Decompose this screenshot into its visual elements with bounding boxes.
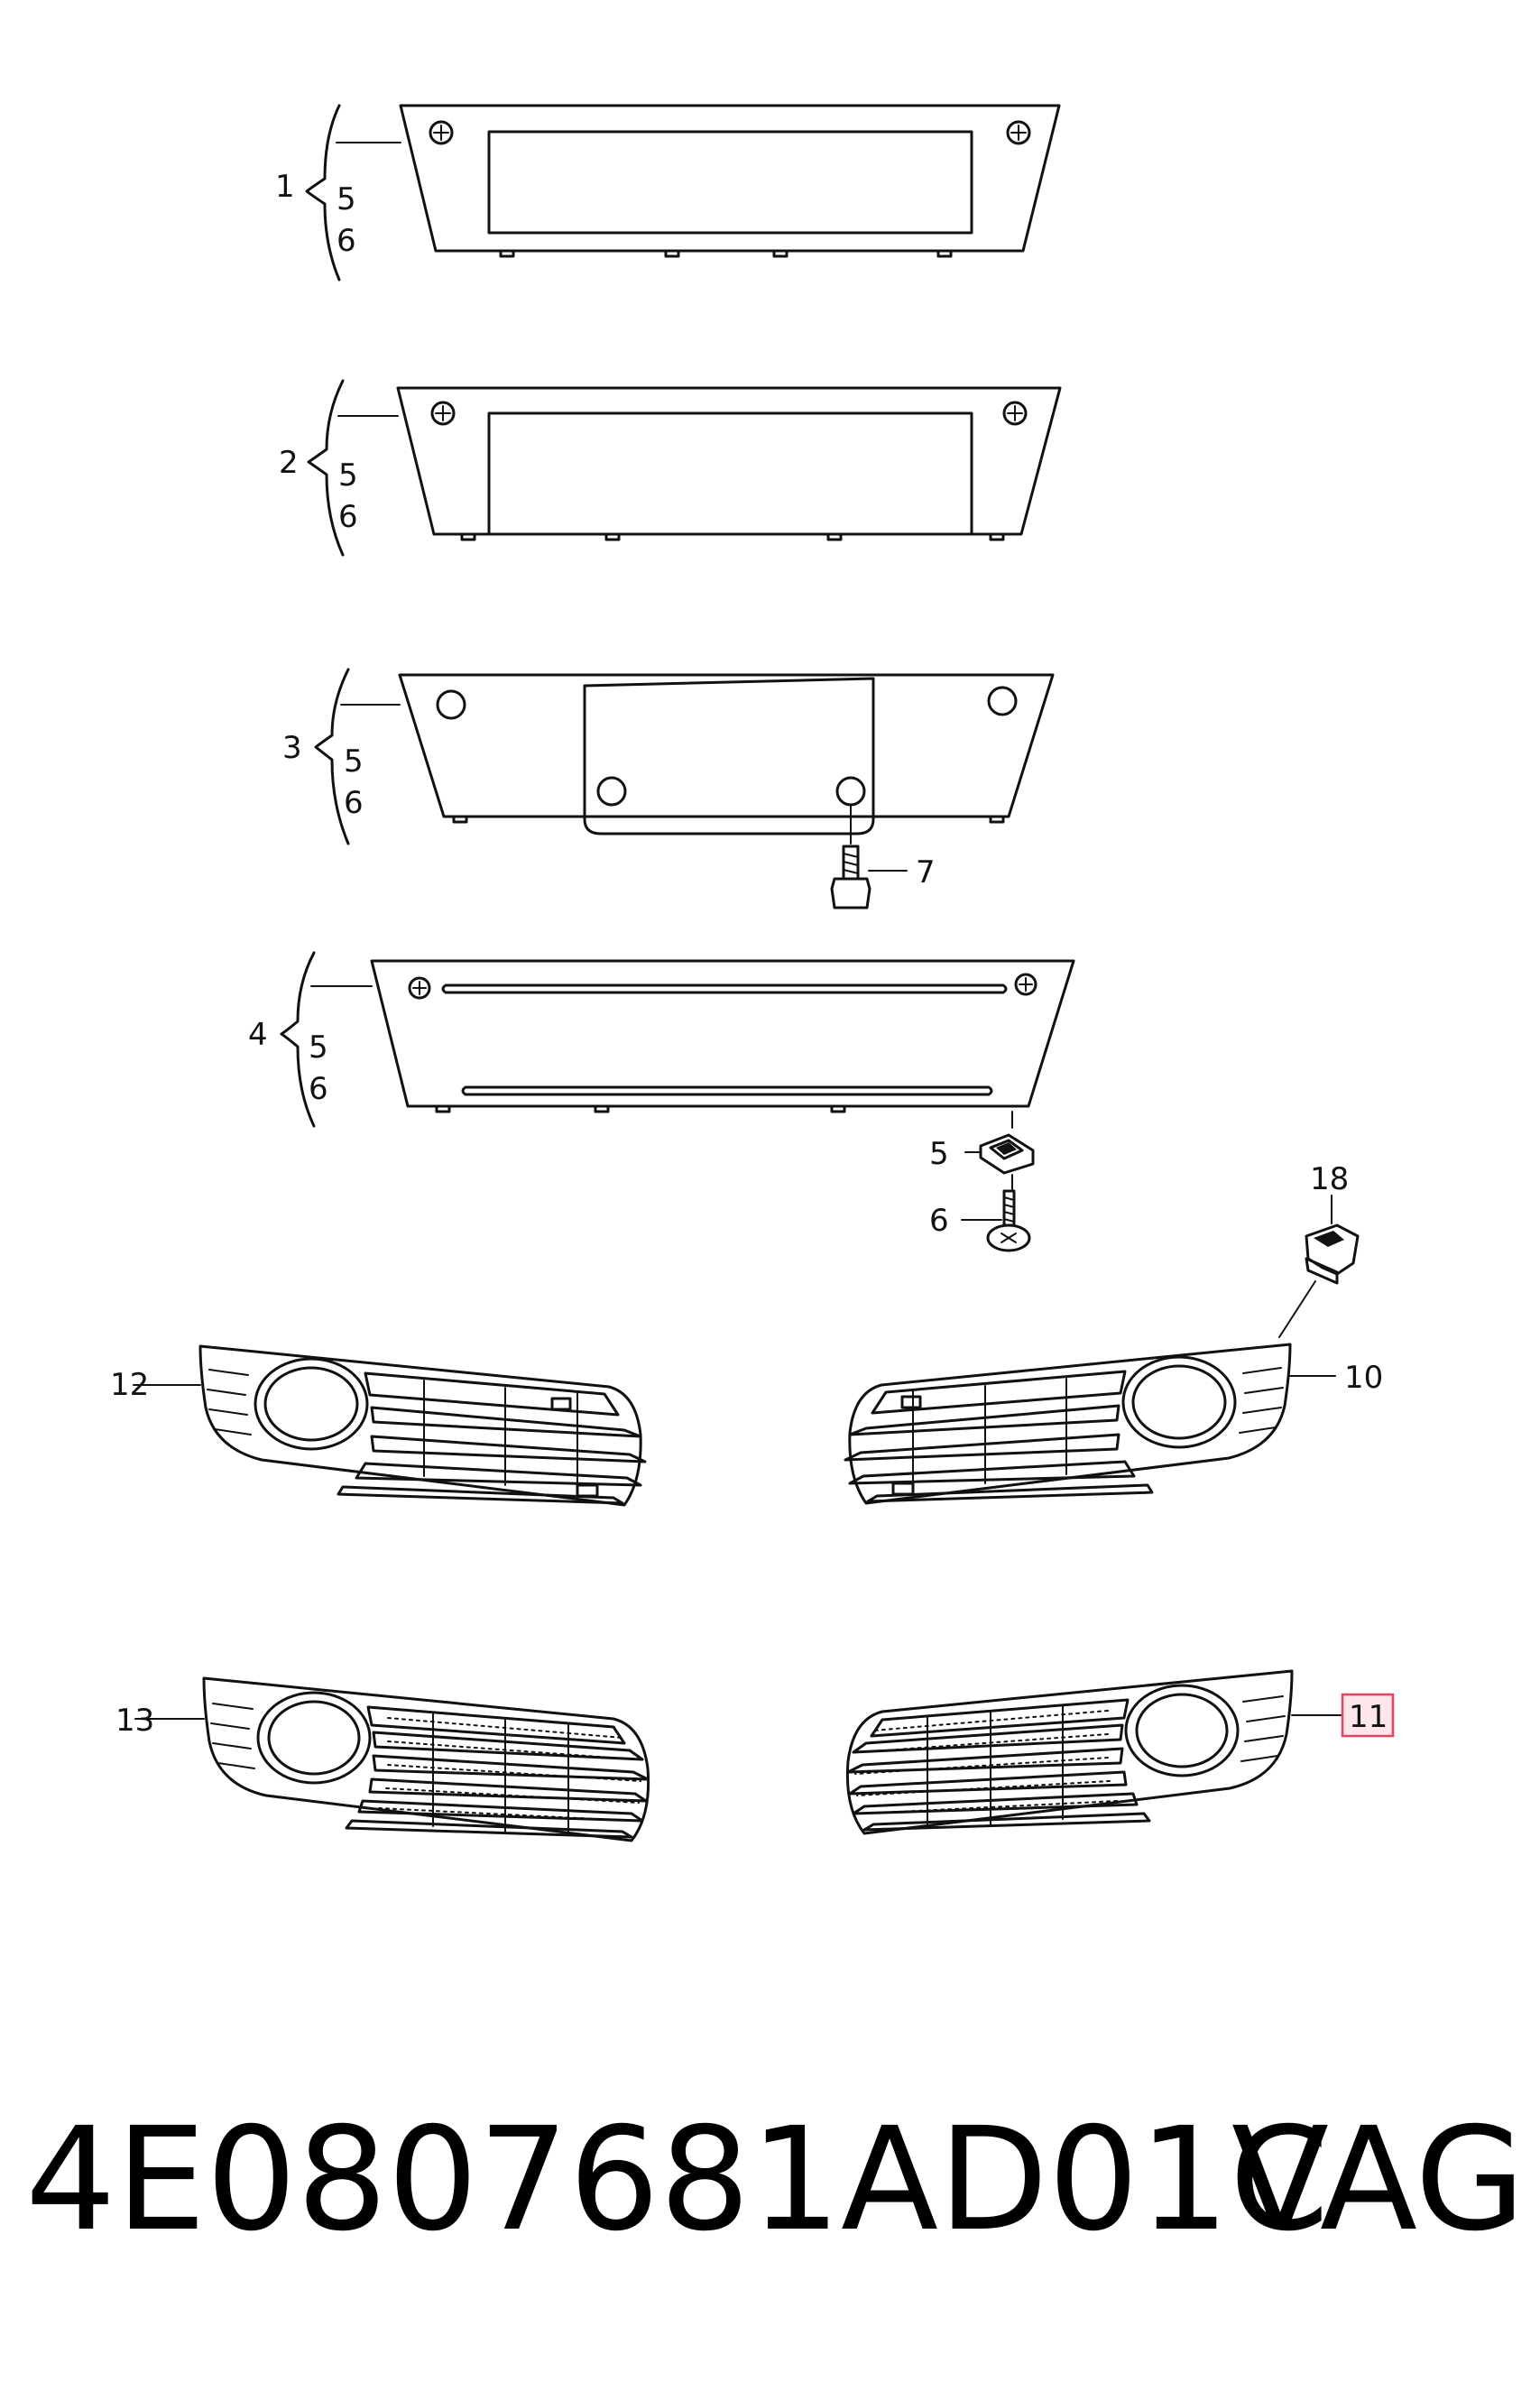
screw-head-icon [1014,973,1037,996]
callout-11: 11 [1349,1699,1388,1735]
part-1-plate-holder [305,104,1061,282]
highlight-box [1341,1693,1395,1738]
screw-head-icon [1002,401,1028,426]
callout-13: 13 [115,1703,154,1739]
grille-10-right [844,1343,1336,1505]
grille-13-left [134,1676,650,1842]
callout-7: 7 [916,854,936,891]
callout-3: 3 [282,730,302,766]
bolt-7-icon [830,845,908,909]
part-3-plate-base [314,668,1055,845]
brand-label: VAG [1231,2097,1526,2263]
callout-5: 5 [309,1029,328,1066]
callout-11-highlight[interactable]: 11 [1341,1693,1395,1738]
part-number: 4E0807681AD01C [25,2097,1329,2263]
callout-5: 5 [338,457,358,494]
screw-head-icon [1006,120,1031,145]
clip-5-icon [964,1111,1035,1175]
screw-head-icon [408,976,431,1000]
callout-2: 2 [279,445,299,481]
part-2-plate-holder [307,379,1062,557]
callout-6: 6 [929,1203,949,1239]
callout-5: 5 [337,181,356,217]
callout-4: 4 [248,1017,268,1053]
callout-6: 6 [309,1071,328,1107]
callout-5: 5 [344,743,364,780]
callout-10: 10 [1344,1360,1383,1396]
callout-18: 18 [1310,1161,1349,1197]
callout-1: 1 [275,169,295,205]
grille-11-right [845,1669,1343,1835]
screw-head-icon [429,120,454,145]
callout-6: 6 [344,785,364,821]
callout-6: 6 [338,499,358,535]
screw-head-icon [430,401,456,426]
callout-5: 5 [929,1136,949,1172]
screw-6-icon [961,1174,1031,1252]
grille-12-left [133,1344,647,1507]
part-4-plate-holder [280,951,1075,1128]
callout-6: 6 [337,223,356,259]
clip-18-icon [1278,1195,1360,1338]
callout-12: 12 [110,1367,149,1403]
